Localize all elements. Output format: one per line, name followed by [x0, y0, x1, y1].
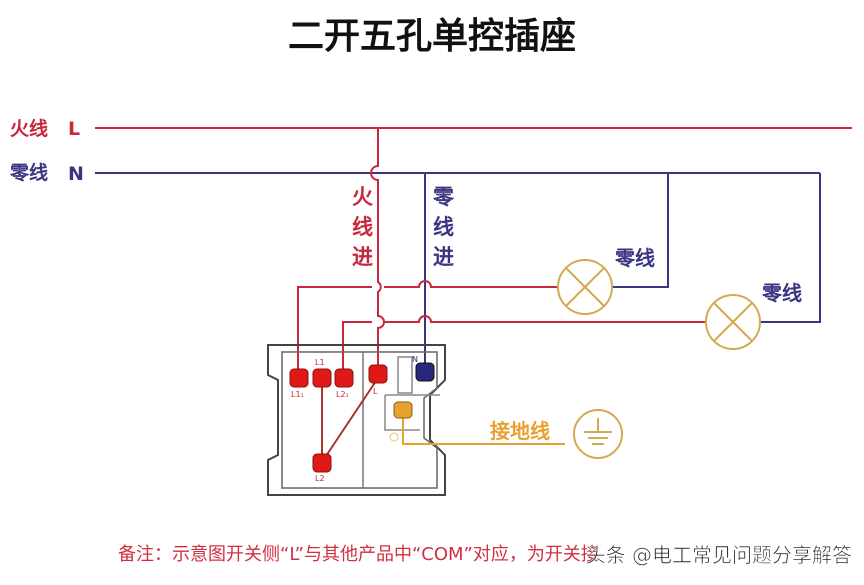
live-in-char: 线	[352, 215, 373, 239]
live-in-char: 火	[352, 185, 373, 209]
lamp1-live-wire	[297, 280, 558, 376]
neutral-line-label: 零线 N	[9, 161, 84, 185]
neutral-in-char: 零	[432, 185, 455, 209]
terminal-l2-1	[334, 368, 354, 388]
watermark: 头条 @电工常见问题分享解答	[586, 543, 852, 567]
lamp2-neutral-label: 零线	[761, 281, 802, 305]
ground-label: 接地线	[490, 419, 550, 443]
terminal-l	[368, 364, 388, 384]
terminal-l1	[312, 368, 332, 388]
live-in-label: 火 线 进	[352, 185, 373, 269]
neutral-label-text: 零线	[9, 161, 48, 184]
terminal-l1-1	[289, 368, 309, 388]
terminal-n	[415, 362, 435, 382]
terminal-label: L1	[315, 358, 325, 367]
lamp1-neutral-label: 零线	[614, 246, 655, 270]
lamp2-neutral-wire	[760, 173, 821, 323]
neutral-in-char: 线	[433, 215, 454, 239]
terminal-labels: L1₁ L1 L2₁ L N L2	[291, 355, 418, 483]
neutral-in-label: 零 线 进	[432, 185, 455, 269]
terminal-label: N	[412, 355, 418, 364]
live-label-text: 火线	[10, 117, 48, 140]
terminal-label: L	[373, 387, 378, 396]
neutral-in-char: 进	[433, 245, 454, 269]
live-in-wire	[370, 128, 385, 368]
terminal-label: L2	[315, 474, 325, 483]
socket-body	[267, 344, 446, 496]
terminal-l2	[312, 453, 332, 473]
live-line-label: 火线 L	[10, 117, 80, 140]
ground-mark-icon	[389, 432, 399, 442]
footer-note: 备注：示意图开关侧“L”与其他产品中“COM”对应，为开关接	[118, 544, 599, 565]
ground-wire	[402, 412, 565, 445]
lamp1-neutral-wire	[612, 173, 669, 288]
live-in-char: 进	[352, 245, 373, 269]
terminal-label: L1₁	[291, 390, 304, 399]
l-l2-link-wire	[321, 377, 379, 463]
terminal-label: L2₁	[336, 390, 349, 399]
lamp2-live-wire	[342, 315, 706, 376]
terminals	[289, 362, 435, 473]
live-letter: L	[68, 118, 80, 140]
terminal-ground	[393, 401, 413, 419]
lamp-2-icon	[705, 294, 761, 350]
neutral-letter: N	[68, 163, 84, 185]
lamp-1-icon	[557, 259, 613, 315]
ground-symbol-icon	[573, 409, 623, 459]
diagram-title: 二开五孔单控插座	[288, 16, 576, 57]
